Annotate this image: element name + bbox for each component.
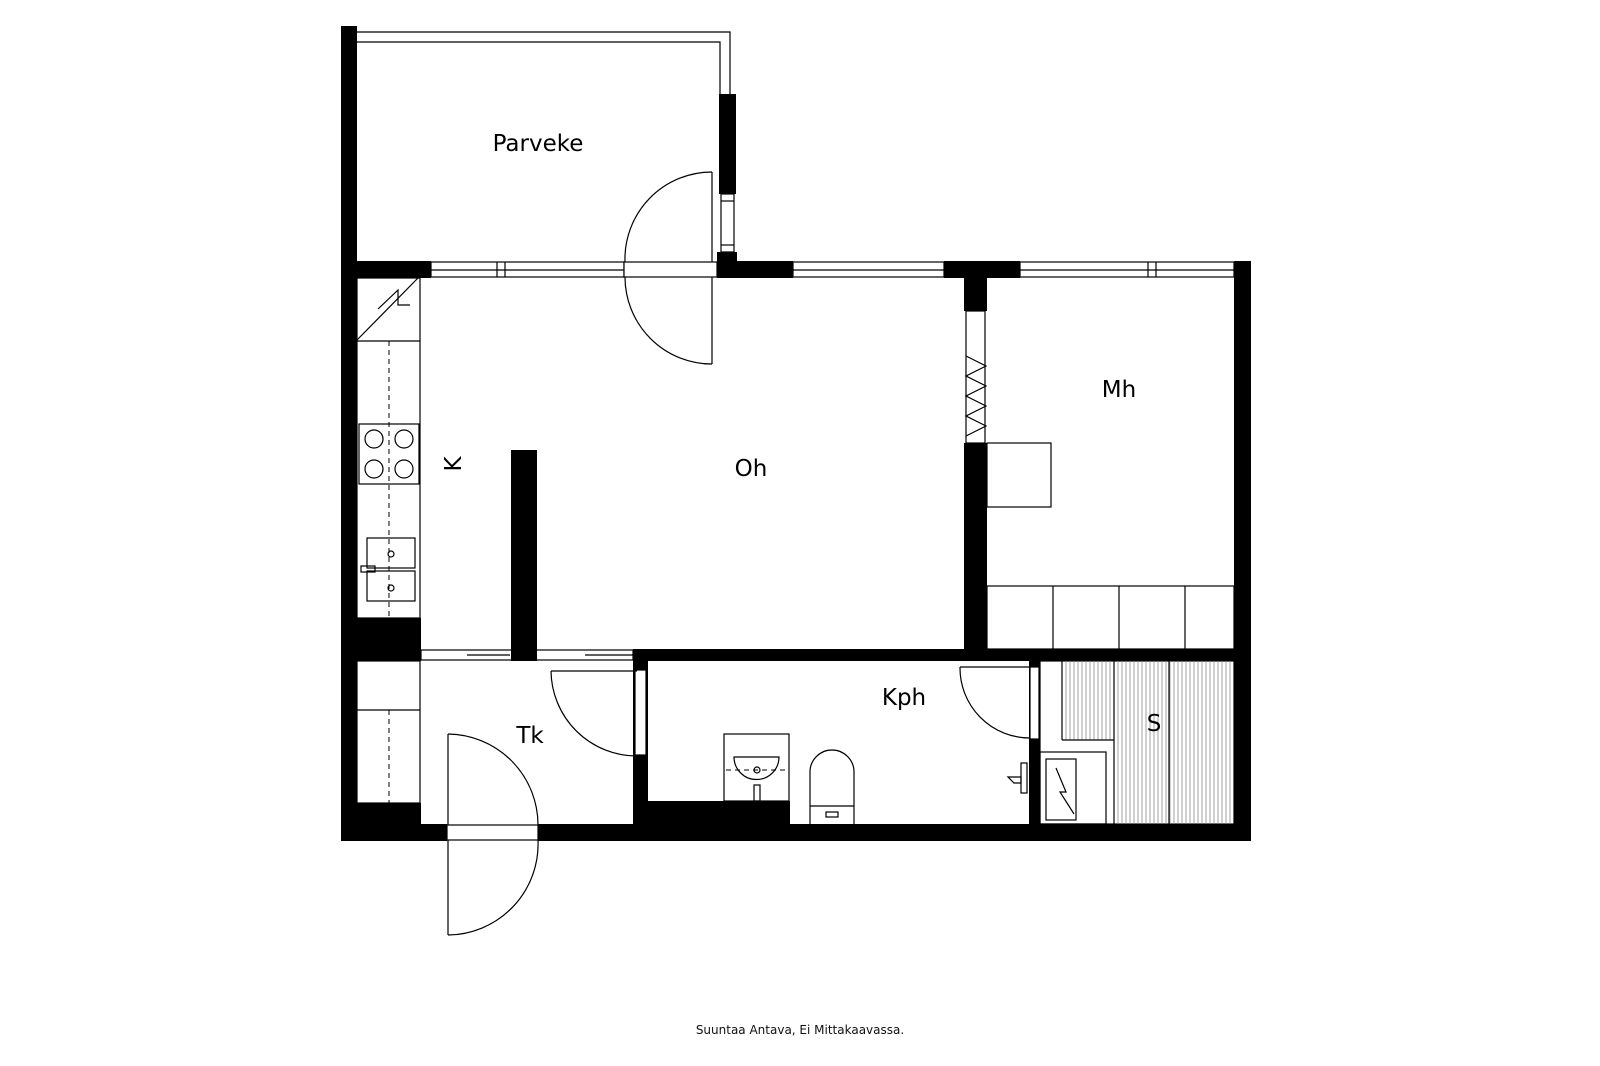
room-label-parveke: Parveke bbox=[493, 131, 584, 157]
bedroom-fixtures bbox=[986, 442, 1235, 650]
room-label-kph: Kph bbox=[882, 685, 926, 711]
sauna-fixtures bbox=[1039, 660, 1235, 825]
interior-walls bbox=[357, 278, 1251, 841]
entry-closet bbox=[356, 660, 421, 804]
outer-walls bbox=[341, 261, 1251, 841]
bathroom-fixtures bbox=[723, 733, 1028, 826]
doors bbox=[447, 171, 1031, 936]
room-label-oh: Oh bbox=[735, 456, 768, 482]
balcony-area bbox=[341, 26, 737, 278]
room-label-s: S bbox=[1147, 711, 1162, 737]
room-label-k: K bbox=[441, 456, 467, 472]
footer-note: Suuntaa Antava, Ei Mittakaavassa. bbox=[695, 1023, 905, 1037]
room-label-tk: Tk bbox=[515, 723, 544, 749]
kitchen-fixtures bbox=[356, 277, 421, 619]
room-label-mh: Mh bbox=[1102, 377, 1136, 403]
